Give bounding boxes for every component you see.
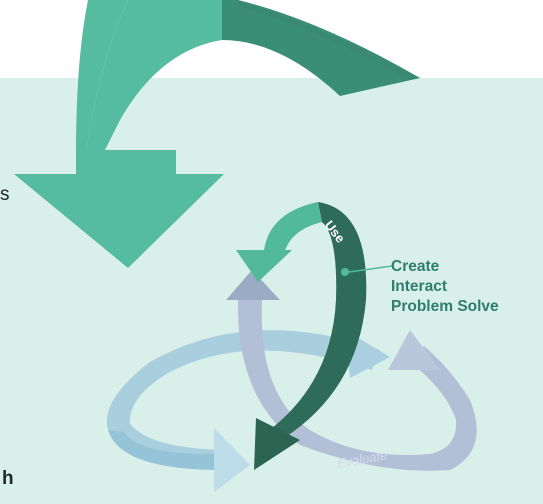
callout-line-problem-solve: Problem Solve (391, 298, 499, 315)
callout-list: Create Interact Problem Solve (391, 257, 499, 317)
callout-line-create: Create (391, 258, 440, 275)
cut-off-text-fragment: s (0, 184, 10, 205)
callout-leader-line (348, 265, 393, 273)
callout-dot (341, 268, 349, 276)
cut-off-heading-fragment: h (2, 468, 14, 489)
use-arrow (236, 202, 393, 470)
large-curved-arrow (14, 0, 420, 268)
callout-line-interact: Interact (391, 278, 447, 295)
